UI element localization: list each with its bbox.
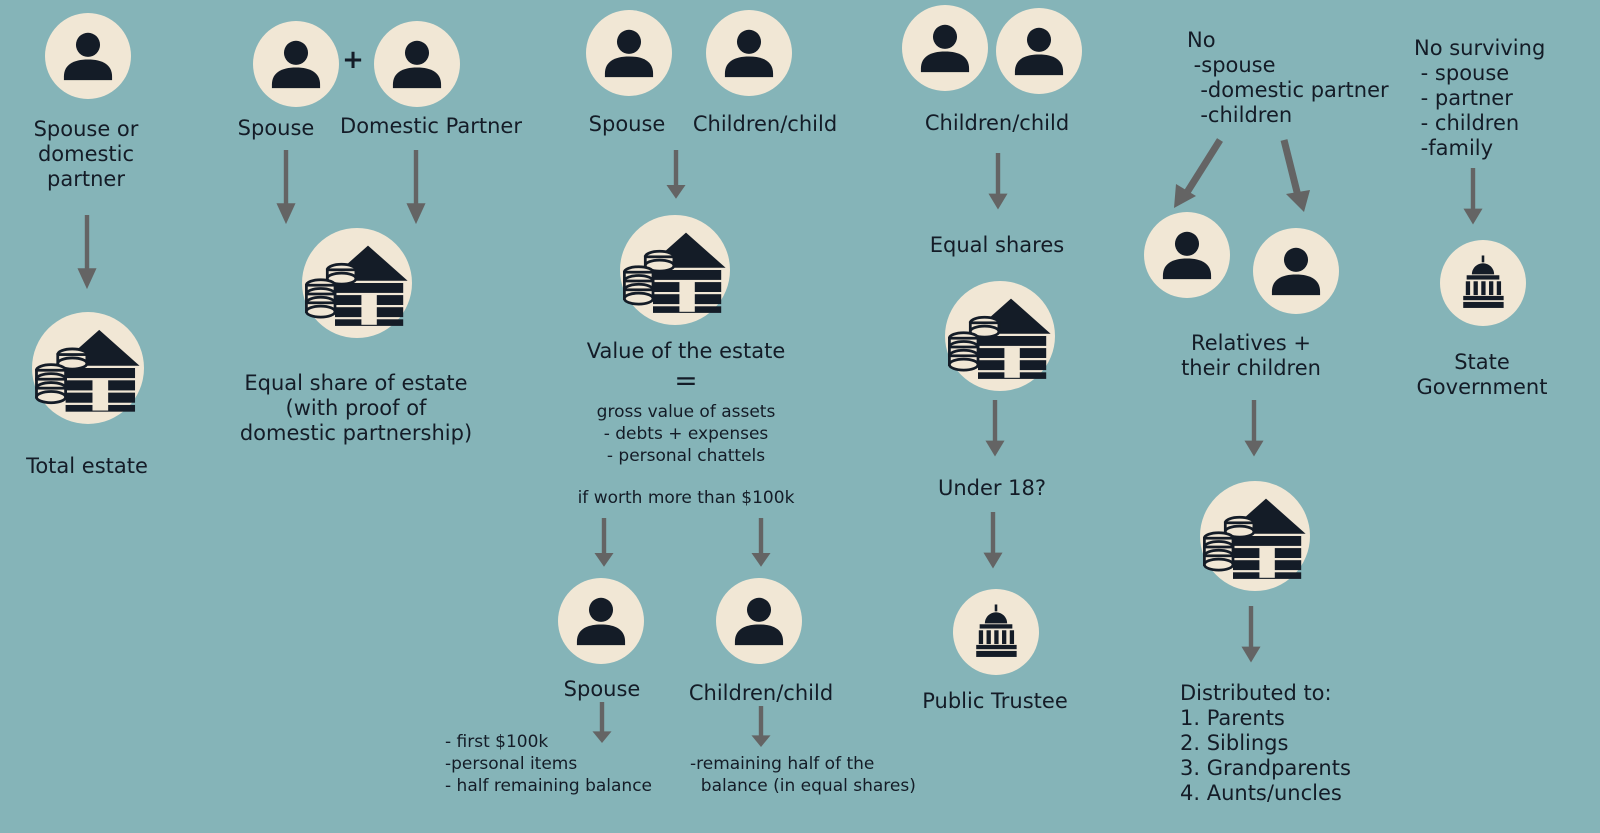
estate-house-coins-icon: [945, 281, 1055, 391]
arrow-down-icon: [275, 150, 297, 226]
arrow-down-left-icon: [1174, 138, 1223, 208]
person-icon: [586, 10, 672, 96]
government-building-icon: [953, 589, 1039, 675]
children-label: Children/child: [924, 111, 1070, 135]
arrow-down-icon: [76, 215, 98, 291]
domestic-partner-label: Domestic Partner: [340, 114, 522, 138]
spouse-label: Spouse: [237, 116, 315, 140]
arrow-down-icon: [750, 706, 772, 748]
arrow-down-right-icon: [1280, 139, 1310, 212]
distributed-to-list: Distributed to: 1. Parents 2. Siblings 3…: [1180, 681, 1351, 805]
estate-house-coins-icon: [620, 215, 730, 325]
person-icon: [706, 10, 792, 96]
arrow-down-icon: [1462, 168, 1484, 226]
spouse-label: Spouse: [588, 112, 666, 136]
equal-shares-label: Equal shares: [929, 233, 1065, 257]
estate-house-coins-icon: [1200, 481, 1310, 591]
person-icon: [374, 21, 460, 107]
plus-sign: +: [342, 45, 364, 75]
children-label: Children/child: [688, 681, 834, 705]
person-icon: [1253, 228, 1339, 314]
spouse-share-list: - first $100k -personal items - half rem…: [445, 732, 653, 796]
arrow-down-icon: [982, 512, 1004, 570]
state-government-label: State Government: [1416, 350, 1548, 399]
spouse-label: Spouse: [563, 677, 641, 701]
value-of-estate-label: Value of the estate: [586, 339, 786, 363]
children-share-list: -remaining half of the balance (in equal…: [690, 754, 916, 796]
arrow-down-icon: [987, 153, 1009, 211]
condition-label: if worth more than $100k: [577, 488, 795, 508]
no-surviving-header: No surviving - spouse - partner - childr…: [1414, 36, 1546, 160]
equals-sign: =: [674, 364, 698, 397]
arrow-down-icon: [1240, 606, 1262, 664]
estate-formula: gross value of assets - debts + expenses…: [596, 402, 776, 466]
spouse-or-partner-label: Spouse or domestic partner: [33, 117, 139, 191]
relatives-label: Relatives + their children: [1181, 331, 1321, 380]
public-trustee-label: Public Trustee: [922, 689, 1068, 713]
no-spouse-header: No -spouse -domestic partner -children: [1187, 28, 1389, 127]
estate-house-coins-icon: [302, 228, 412, 338]
person-icon: [558, 578, 644, 664]
under-18-label: Under 18?: [937, 476, 1047, 500]
person-icon: [902, 5, 988, 91]
person-icon: [45, 13, 131, 99]
government-building-icon: [1440, 240, 1526, 326]
arrow-down-icon: [593, 518, 615, 568]
arrow-down-icon: [405, 150, 427, 226]
arrow-down-icon: [750, 518, 772, 568]
person-icon: [996, 8, 1082, 94]
person-icon: [716, 578, 802, 664]
person-icon: [253, 21, 339, 107]
arrow-down-icon: [984, 400, 1006, 458]
person-icon: [1144, 212, 1230, 298]
total-estate-label: Total estate: [26, 454, 148, 478]
estate-house-coins-icon: [32, 312, 144, 424]
children-label: Children/child: [692, 112, 838, 136]
arrow-down-icon: [1243, 400, 1265, 458]
equal-share-label: Equal share of estate (with proof of dom…: [239, 371, 473, 445]
arrow-down-icon: [665, 150, 687, 200]
